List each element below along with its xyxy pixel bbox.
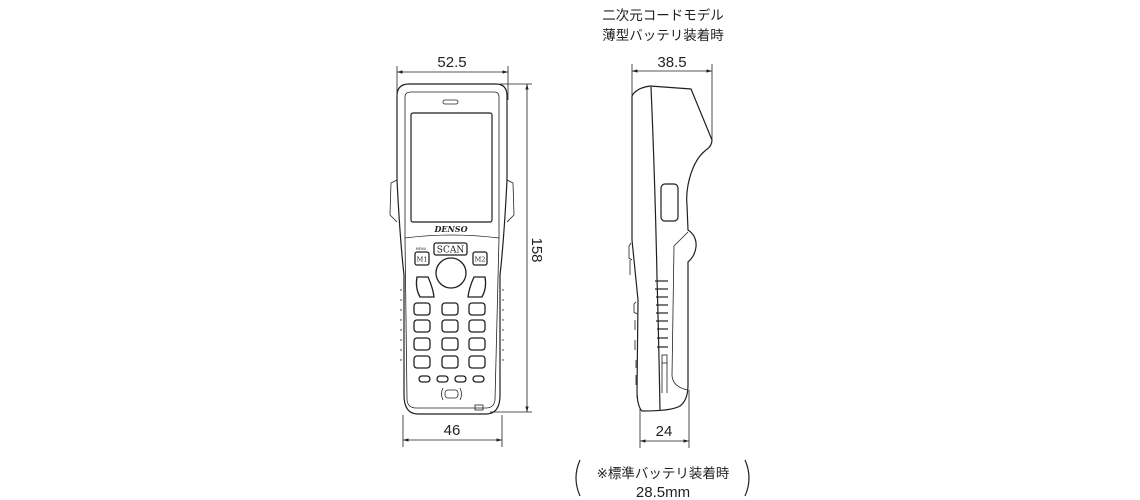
device-front-body: DENSO SCAN MENU M1 M2	[389, 83, 515, 415]
m2-key-label: M2	[475, 256, 486, 264]
height-label: 158	[528, 237, 545, 262]
depth-top-label: 38.5	[657, 54, 686, 71]
scan-key-label: SCAN	[437, 246, 465, 256]
m2-key	[472, 251, 488, 266]
side-view: 二次元コードモデル 薄型バッテリ装着時 38.5 24	[575, 7, 750, 500]
width-top-label: 52.5	[437, 54, 466, 71]
dimension-height: 158	[490, 83, 545, 413]
side-title-line2: 薄型バッテリ装着時	[602, 27, 724, 44]
m1-key-label: M1	[417, 256, 428, 264]
side-title-line1: 二次元コードモデル	[602, 7, 724, 24]
m1-key	[414, 251, 430, 266]
side-window	[660, 183, 679, 222]
front-view: 52.5 158 46	[389, 54, 545, 447]
nfc-icon	[441, 387, 462, 401]
keypad	[413, 302, 486, 383]
left-side-key	[415, 276, 435, 298]
depth-bottom-label: 24	[656, 423, 673, 440]
width-bottom-label: 46	[444, 422, 461, 439]
vent-grill	[655, 280, 668, 348]
dimension-width-bottom: 46	[402, 415, 503, 447]
right-side-key	[467, 276, 487, 298]
denso-logo: DENSO	[433, 224, 467, 234]
menu-label: MENU	[416, 247, 427, 251]
center-key	[435, 257, 467, 289]
device-side-body	[628, 85, 713, 412]
note-line2: 28.5mm	[636, 484, 690, 500]
scan-key	[433, 242, 468, 256]
note-line1: ※標準バッテリ装着時	[597, 465, 730, 482]
dimension-depth-top: 38.5	[631, 54, 713, 140]
dimension-depth-bottom: 24	[639, 390, 690, 448]
dimension-width-top: 52.5	[396, 54, 509, 100]
battery-note: ※標準バッテリ装着時 28.5mm	[575, 459, 750, 500]
screen	[410, 112, 493, 223]
